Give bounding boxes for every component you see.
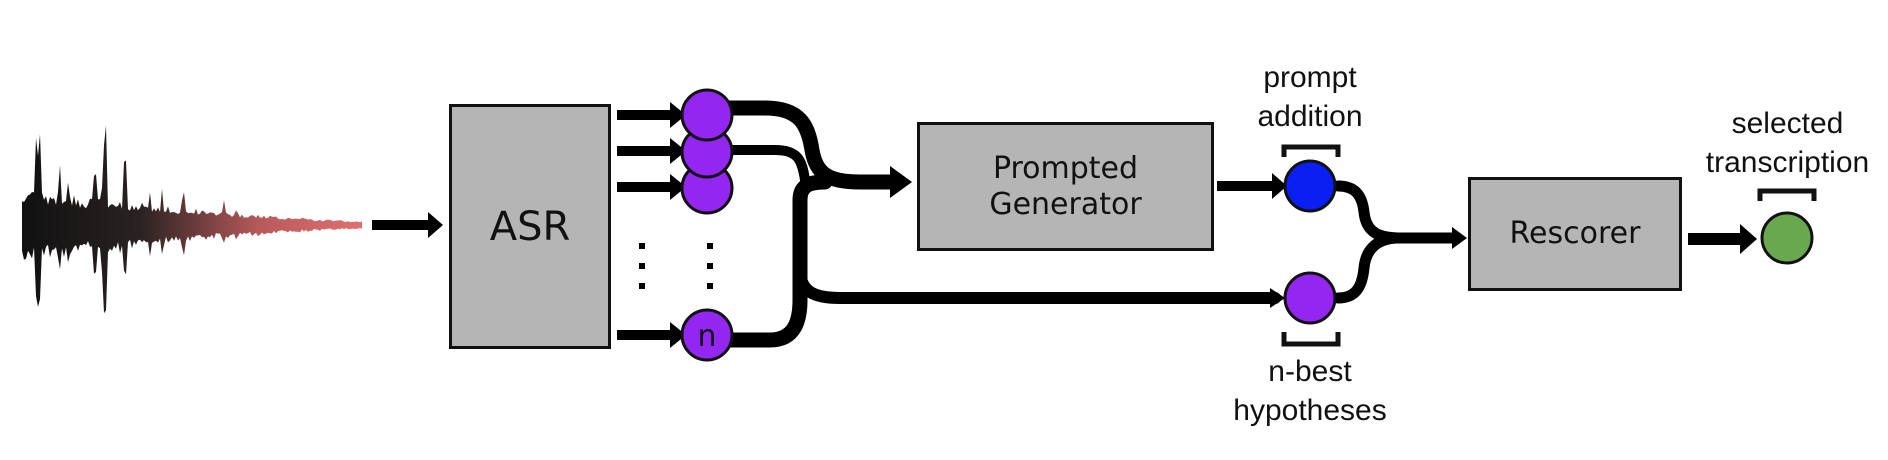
to-rescorer-arrow	[1452, 227, 1467, 249]
hypothesis-merge-connectors	[717, 100, 1281, 348]
asr-output-arrows	[617, 102, 686, 348]
hypothesis-node-3	[680, 88, 734, 142]
prompted-generator-block: Prompted Generator	[917, 122, 1214, 251]
hypothesis-node-n-label: n	[697, 319, 716, 354]
asr-block: ASR	[449, 104, 611, 349]
rescorer-merge-connectors	[1332, 180, 1461, 304]
audio-waveform-icon	[22, 125, 362, 314]
prompt-addition-node	[1283, 159, 1337, 213]
hypothesis-node-n	[680, 308, 734, 362]
generator-to-prompt-arrow	[1217, 173, 1287, 199]
to-nbest-arrow	[1270, 288, 1285, 308]
selected-bracket	[1757, 188, 1817, 201]
nbest-hypothesis-node	[1283, 271, 1337, 325]
selected-transcription-node	[1760, 211, 1814, 265]
asr-label: ASR	[489, 203, 571, 250]
rescorer-to-output-arrow	[1688, 224, 1757, 254]
prompt-addition-bracket	[1281, 144, 1341, 157]
prompted-generator-label: Prompted Generator	[989, 150, 1142, 222]
rescorer-label: Rescorer	[1509, 216, 1641, 251]
hypothesis-circles	[680, 88, 734, 362]
vertical-ellipsis	[639, 243, 713, 289]
nbest-bracket	[1281, 332, 1341, 347]
selected-transcription-label: selected transcription	[1705, 107, 1870, 179]
nbest-hypotheses-label: n-best hypotheses	[1233, 355, 1387, 427]
to-generator-arrow	[890, 166, 912, 198]
rescorer-block: Rescorer	[1468, 177, 1682, 291]
prompt-addition-label: prompt addition	[1257, 61, 1363, 133]
waveform-to-asr-arrow	[372, 212, 443, 238]
